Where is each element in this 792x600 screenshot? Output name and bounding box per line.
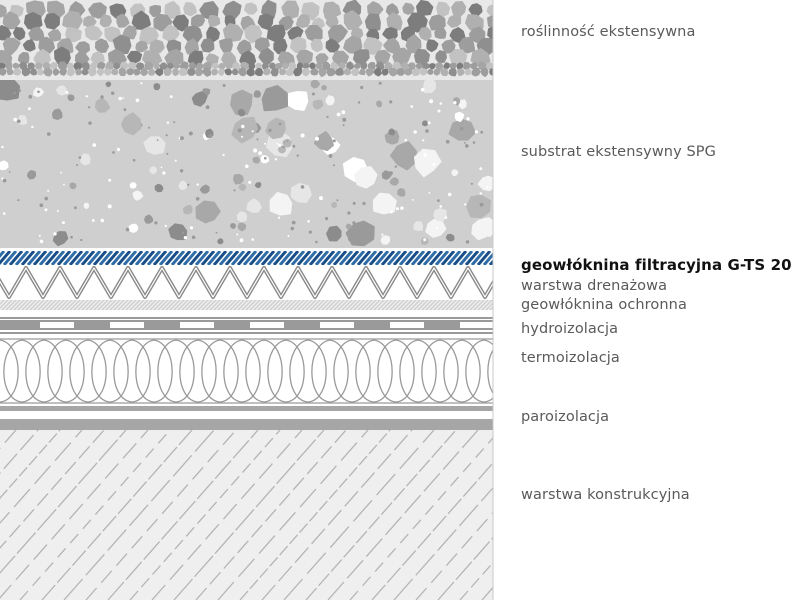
layer-filter-geotextile — [0, 251, 493, 265]
layer-waterproofing — [0, 317, 494, 334]
layer-drainage — [0, 265, 493, 300]
layer-vegetation — [0, 0, 493, 80]
label-vegetation: roślinność ekstensywna — [521, 24, 696, 40]
label-filter-geotextile: geowłóknina filtracyjna G-TS 20 — [521, 256, 792, 274]
layer-substrate — [0, 80, 493, 248]
label-thermal-insulation: termoizolacja — [521, 350, 620, 366]
label-vapor-barrier: paroizolacja — [521, 409, 610, 425]
label-structural: warstwa konstrukcyjna — [521, 487, 690, 503]
layer-protective-geotextile — [0, 300, 493, 310]
layer-thermal-insulation — [0, 338, 493, 404]
layer-vapor-barrier — [0, 406, 493, 430]
label-protective-geotextile: geowłóknina ochronna — [521, 297, 687, 313]
label-drainage: warstwa drenażowa — [521, 278, 668, 294]
label-waterproofing: hydroizolacja — [521, 321, 619, 337]
label-substrate: substrat ekstensywny SPG — [521, 144, 716, 160]
green-roof-layer-diagram — [0, 0, 494, 600]
layer-structural — [0, 430, 493, 600]
